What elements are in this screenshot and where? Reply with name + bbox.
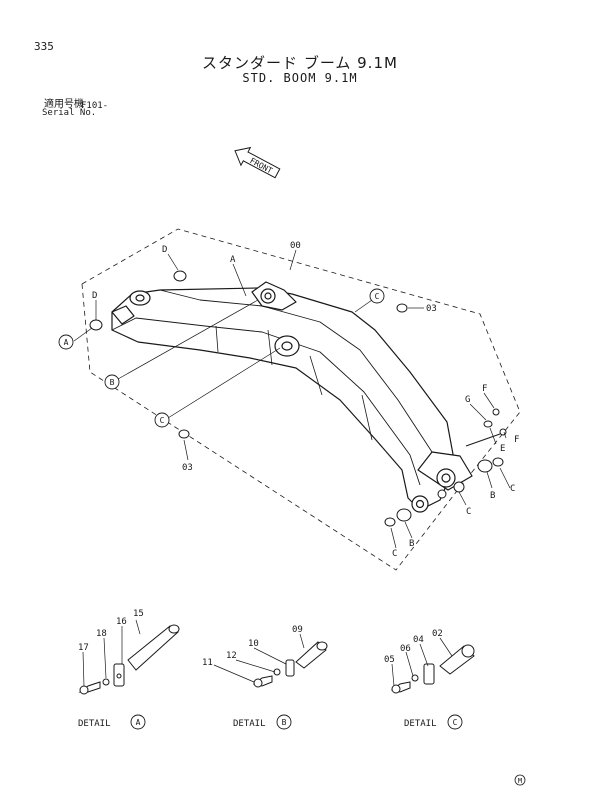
detail-b: 09 10 12 11 DETAIL B [202,625,328,730]
label-part-c-right: C [510,484,515,494]
label-part-b-right: B [490,491,495,501]
serial-value: F101- [81,101,109,111]
front-arrow-icon: FRONT [234,146,281,179]
label-part-c-bottom: C [392,549,397,559]
label-part-03-upper: 03 [426,304,437,314]
plate-g [483,420,493,428]
main-labels: 00 A D D 03 03 G F F E B C C B C [92,241,519,559]
detail-c: 02 04 06 05 DETAIL C [384,629,475,730]
seal-03-lower [178,429,190,439]
label-part-f-upper: F [482,384,487,394]
label-part-b-bottom: B [409,539,414,549]
detail-b-part-12: 12 [226,651,237,661]
detail-a-letter: A [136,718,141,727]
marker-b: B [110,378,115,387]
boom-body [111,281,473,513]
page-number: 335 [34,40,54,53]
bolt-f-upper [492,408,500,416]
leader-lines [73,249,511,549]
pin-shaft [465,433,501,447]
detail-a-part-15: 15 [133,609,144,619]
bushing-b-bottom [396,508,412,522]
footer-mark: M [518,777,522,785]
seal-c-right [492,457,504,467]
label-part-03-lower: 03 [182,463,193,473]
title-japanese: スタンダード ブーム 9.1M [202,54,398,72]
label-part-d-left: D [92,291,97,301]
detail-b-part-10: 10 [248,639,259,649]
serial-label-japanese: 適用号機 [44,99,84,110]
bushing-d-upper [173,270,187,282]
seal-c-bottom [384,517,396,527]
label-assembly-00: 00 [290,241,301,251]
detail-a-part-16: 16 [116,617,127,627]
detail-a-part-17: 17 [78,643,89,653]
bushing-b-right [477,459,493,473]
assembly-boundary [81,228,521,571]
label-part-d-upper: D [162,245,167,255]
detail-b-part-11: 11 [202,658,213,668]
seal-c-foot-1 [453,481,465,493]
bolt-f-lower [499,428,507,436]
label-part-a: A [230,255,236,265]
detail-c-caption: DETAIL [404,719,437,729]
detail-c-letter: C [453,718,458,727]
label-part-f-lower: F [514,435,519,445]
detail-c-part-06: 06 [400,644,411,654]
label-part-g: G [465,395,470,405]
marker-c-left: C [160,416,165,425]
serial-label-english: Serial No. [42,108,97,118]
loose-parts [89,270,507,527]
detail-b-part-09: 09 [292,625,303,635]
detail-c-part-02: 02 [432,629,443,639]
detail-b-caption: DETAIL [233,719,266,729]
detail-c-part-05: 05 [384,655,395,665]
detail-a: 15 16 18 17 DETAIL A [78,609,180,730]
marker-c-top: C [375,292,380,301]
reference-markers: A B C C [58,288,385,428]
label-part-c-foot: C [466,507,471,517]
detail-a-part-18: 18 [96,629,107,639]
title-english: STD. BOOM 9.1M [242,71,358,85]
seal-03-upper [396,303,408,313]
seal-c-foot-2 [437,489,447,499]
detail-c-part-04: 04 [413,635,424,645]
marker-a: A [64,338,69,347]
label-part-e: E [500,444,505,454]
detail-a-caption: DETAIL [78,719,111,729]
detail-b-letter: B [282,718,287,727]
